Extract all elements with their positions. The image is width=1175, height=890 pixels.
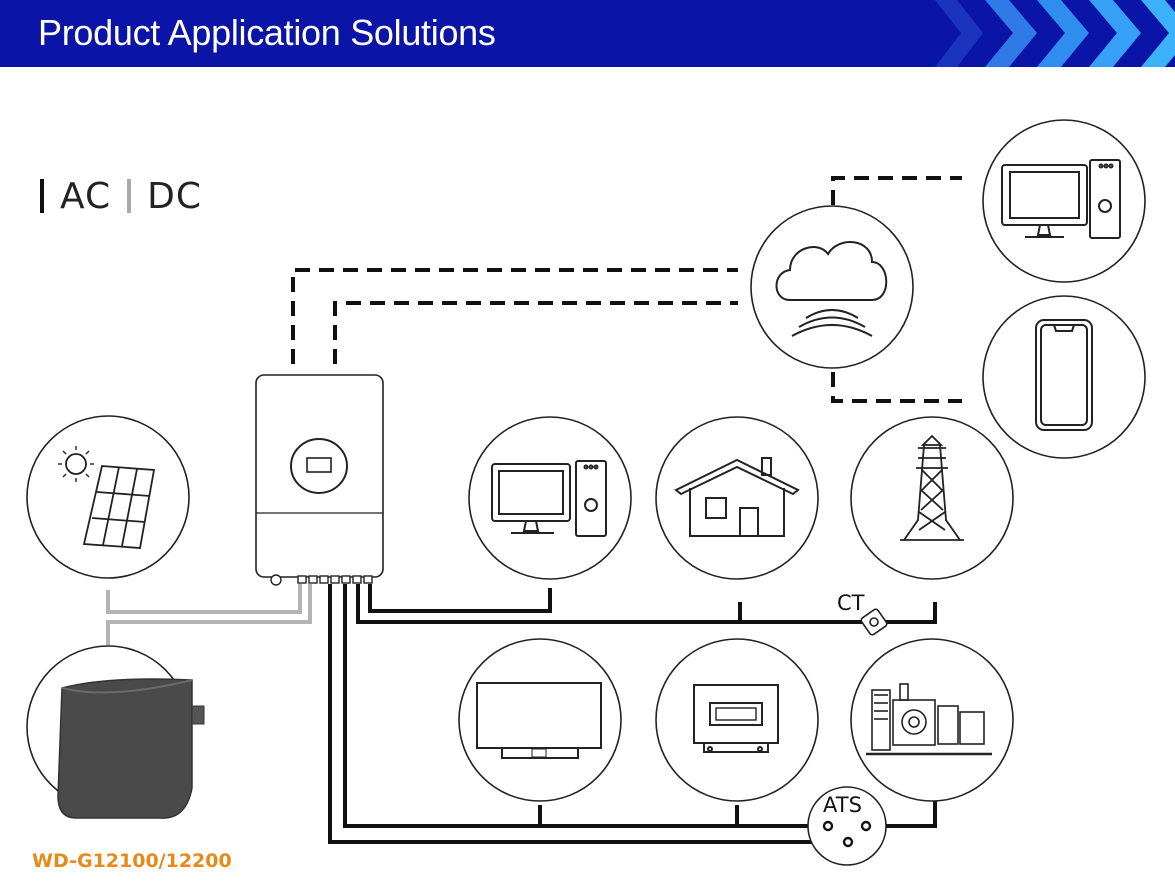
- solar-panel-icon: [58, 446, 156, 549]
- generator-circle: [850, 638, 1014, 802]
- dc-lines: [106, 584, 312, 645]
- grid-circle: [850, 416, 1014, 580]
- ats-icon: [822, 820, 872, 848]
- legend: AC DC: [40, 176, 202, 217]
- power-tower-icon: [900, 434, 964, 541]
- smartphone-icon: [1035, 319, 1093, 431]
- desktop-computer-icon: [1001, 159, 1121, 239]
- television-icon: [476, 682, 602, 759]
- ct-label: CT: [837, 591, 865, 615]
- generator-icon: [866, 683, 992, 756]
- load-computer-icon: [491, 460, 607, 537]
- ct-clamp-icon: [860, 608, 888, 636]
- ac-legend-label: AC: [60, 176, 112, 217]
- chevrons-icon: [935, 0, 1175, 67]
- house-icon: [674, 457, 800, 537]
- inverter-icon: [255, 374, 384, 586]
- battery-pack-icon: [57, 678, 205, 819]
- ats-circle: [807, 786, 887, 866]
- meter-icon: [693, 684, 779, 753]
- comm-lines: [291, 176, 962, 403]
- dc-legend-swatch: [127, 179, 132, 213]
- ac-lines: [328, 584, 937, 844]
- cloud-circle: [750, 205, 914, 369]
- dc-legend-label: DC: [147, 176, 202, 217]
- smartphone-circle: [982, 295, 1146, 459]
- header-bar: Product Application Solutions: [0, 0, 1175, 67]
- cloud-wifi-icon: [775, 241, 888, 337]
- ats-label: ATS: [823, 793, 862, 817]
- model-label: WD-G12100/12200: [32, 850, 232, 872]
- home-circle: [655, 416, 819, 580]
- page-title: Product Application Solutions: [38, 12, 496, 53]
- ac-legend-swatch: [40, 179, 44, 213]
- tv-circle: [458, 638, 622, 802]
- load-computer-circle: [468, 416, 632, 580]
